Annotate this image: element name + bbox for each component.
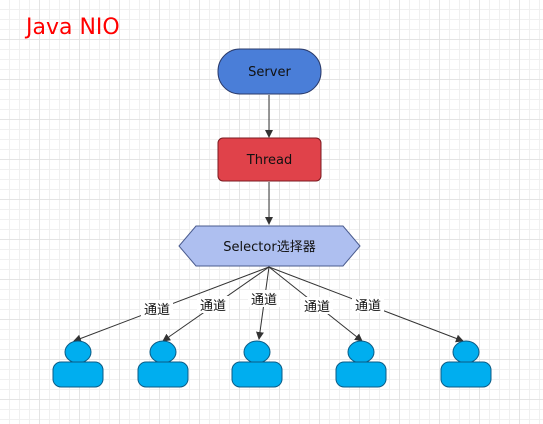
user-icon	[137, 340, 189, 388]
user-icon	[335, 340, 387, 388]
diagram-title: Java NIO	[26, 15, 120, 40]
user-icon	[52, 340, 104, 388]
server-node: Server	[217, 48, 322, 95]
channel-label-3: 通道	[248, 290, 280, 308]
user-icon	[231, 340, 283, 388]
svg-text:通道: 通道	[355, 299, 381, 314]
svg-text:通道: 通道	[304, 300, 330, 315]
svg-text:通道: 通道	[251, 293, 277, 308]
user-icon	[440, 340, 492, 388]
channel-label-4: 通道	[301, 297, 333, 315]
thread-label: Thread	[246, 153, 292, 168]
channel-label-2: 通道	[197, 296, 229, 314]
server-label: Server	[248, 65, 291, 80]
channel-label-5: 通道	[352, 296, 384, 314]
selector-label: Selector选择器	[223, 240, 315, 255]
svg-text:通道: 通道	[144, 303, 170, 318]
selector-node: Selector选择器	[178, 225, 361, 267]
thread-node: Thread	[217, 137, 322, 182]
channel-label-1: 通道	[141, 300, 173, 318]
svg-text:通道: 通道	[200, 299, 226, 314]
